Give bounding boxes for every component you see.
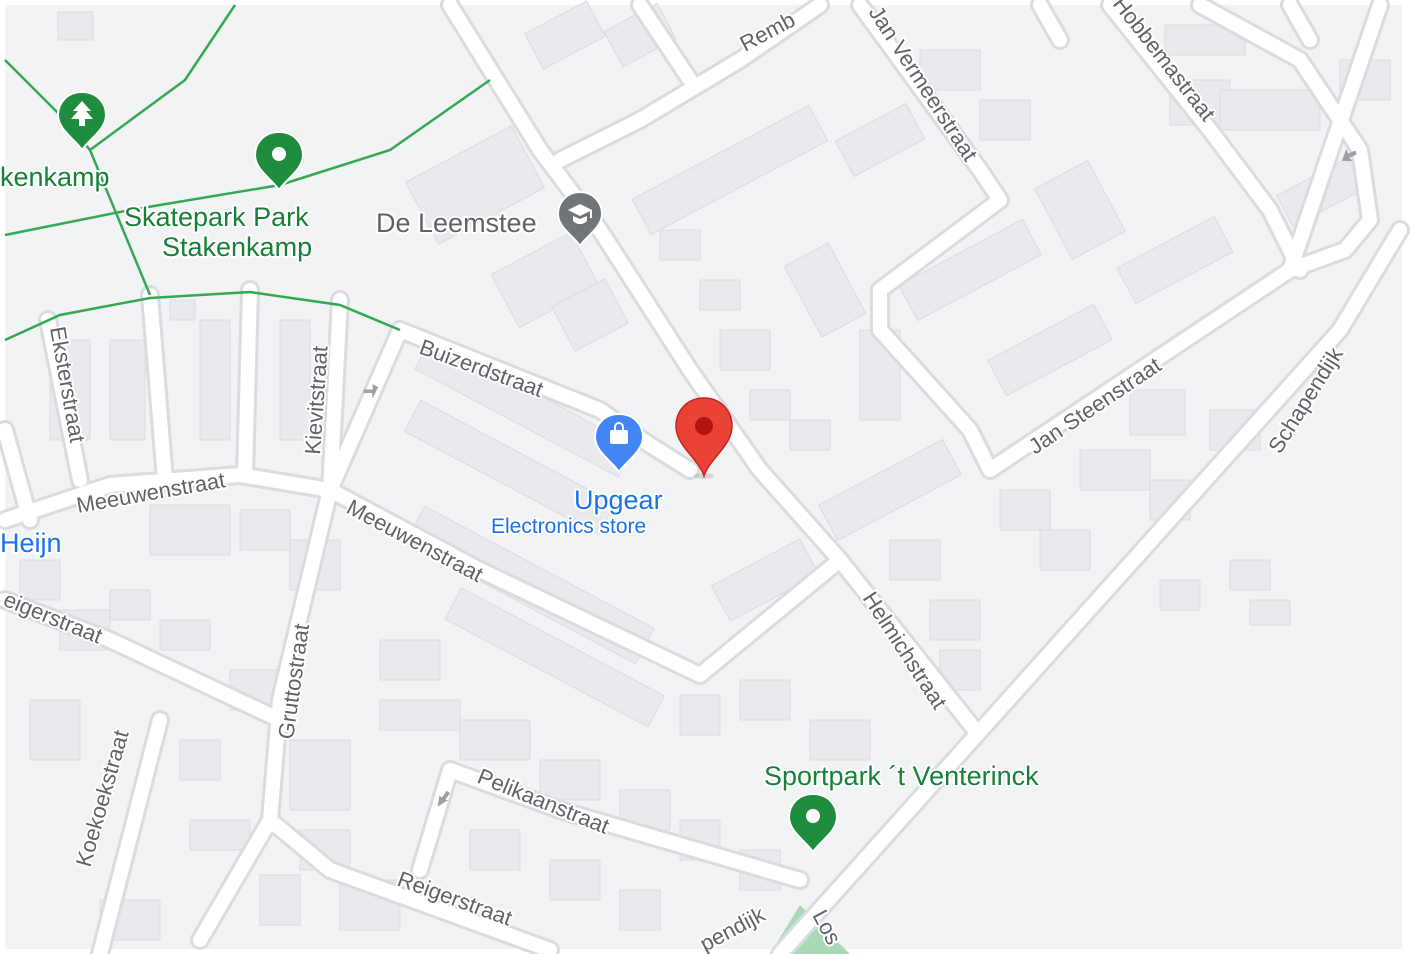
tree-icon[interactable]	[56, 90, 108, 152]
location-pin-icon[interactable]	[675, 397, 733, 479]
poi-upgear-category: Electronics store	[491, 515, 646, 538]
poi-upgear-label[interactable]: Upgear	[572, 483, 665, 517]
poi-sportpark-label[interactable]: Sportpark ´t Venterinck	[762, 759, 1041, 793]
shopping-bag-icon[interactable]	[593, 412, 645, 474]
poi-de-leemstee-label[interactable]: De Leemstee	[374, 206, 539, 240]
poi-skatepark-label-line2[interactable]: Stakenkamp	[160, 230, 314, 264]
place-icon[interactable]	[253, 130, 305, 192]
graduation-cap-icon[interactable]	[556, 190, 604, 249]
buildings	[19, 0, 1391, 941]
place-icon[interactable]	[787, 792, 839, 854]
oneway-arrow-icon	[363, 148, 1357, 807]
poi-skatepark-label-line1[interactable]: Skatepark Park	[122, 200, 311, 234]
poi-stakenkamp-label[interactable]: kenkamp	[0, 160, 112, 194]
poi-heijn-label[interactable]: Heijn	[0, 526, 64, 560]
